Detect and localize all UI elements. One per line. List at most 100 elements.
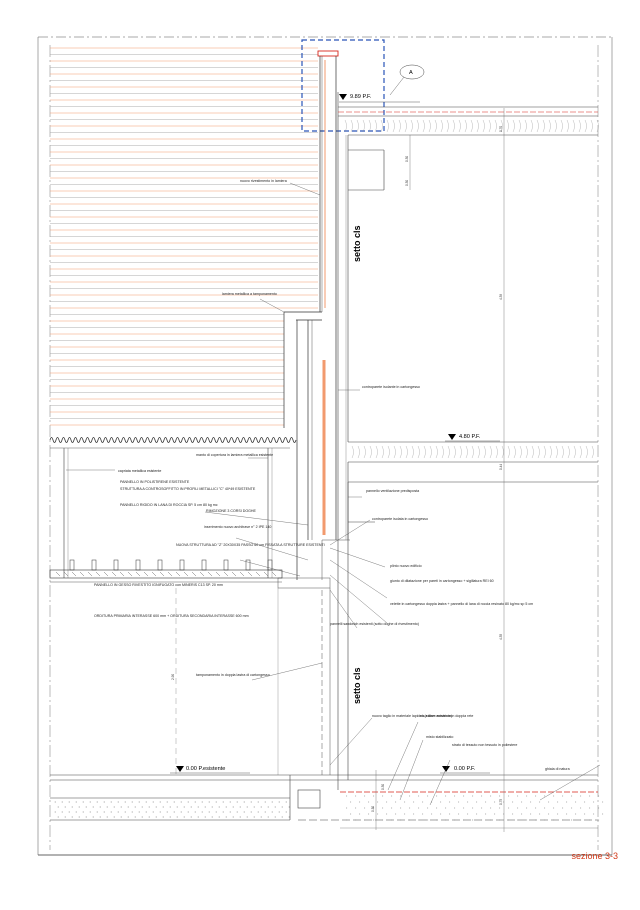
ground-dot [113, 816, 115, 818]
ground-dot [148, 806, 150, 808]
slab-hatch-mark [554, 119, 557, 133]
ground-dot [589, 795, 591, 797]
ground-dot [225, 806, 227, 808]
ground-dot [61, 811, 63, 813]
slab-hatch-mark [459, 445, 462, 459]
slab-hatch-mark [405, 445, 408, 459]
note-pannello-gesso: PANNELLO IN GESSO RIVESTITO IGNIFUGATO c… [94, 583, 223, 587]
ground-dot [566, 801, 568, 803]
ground-dot [440, 813, 442, 815]
ceiling-hatch [159, 571, 165, 577]
ground-dot [180, 811, 182, 813]
slab-hatch-mark [429, 445, 432, 459]
ground-dot [162, 816, 164, 818]
ceiling-hatch [127, 571, 133, 577]
note-cls-fibre: cls a fibre armato con doppia rete [420, 714, 473, 718]
ground-dot [236, 801, 238, 803]
ground-dot [141, 806, 143, 808]
svg-text:0.30: 0.30 [405, 180, 409, 186]
slab-hatch-mark [530, 119, 533, 133]
ground-dot [148, 816, 150, 818]
slab-hatch-mark [494, 119, 497, 133]
slab-hatch-mark [344, 119, 347, 133]
ground-dot [373, 807, 375, 809]
slab-hatch-mark [387, 445, 390, 459]
ground-dot [201, 811, 203, 813]
ground-dot [124, 811, 126, 813]
ground-dot [264, 801, 266, 803]
ground-dot [544, 807, 546, 809]
slab-hatch-mark [482, 119, 485, 133]
ground-dot [110, 811, 112, 813]
ground-dot [418, 819, 420, 821]
ground-floor [50, 774, 598, 829]
ground-dot [508, 795, 510, 797]
ceiling-hatch [239, 571, 245, 577]
ground-dot [131, 811, 133, 813]
slab-hatch-mark [590, 119, 593, 133]
ground-dot [187, 801, 189, 803]
slab-hatch-mark [506, 119, 509, 133]
note-pannelli-sandwich: pannelli sandwich esistenti (sotto doghe… [330, 622, 419, 626]
ground-dot [548, 801, 550, 803]
ground-dot [400, 807, 402, 809]
slab-hatch-mark [572, 119, 575, 133]
slab-hatch-mark [578, 119, 581, 133]
ground-dot [260, 806, 262, 808]
slab-hatch-mark [549, 445, 552, 459]
ground-dot [373, 795, 375, 797]
ground-dot [127, 806, 129, 808]
ground-dot [239, 806, 241, 808]
slab-hatch-mark [393, 445, 396, 459]
ground-dot [110, 801, 112, 803]
ground-dot [159, 811, 161, 813]
ground-dot [346, 795, 348, 797]
ground-dot [598, 795, 600, 797]
ground-dot [288, 816, 290, 818]
svg-text:4.35: 4.35 [499, 634, 503, 640]
ground-dot [490, 819, 492, 821]
ground-dot [463, 807, 465, 809]
slab-hatch-mark [518, 119, 521, 133]
ground-dot [103, 801, 105, 803]
ground-dot [246, 816, 248, 818]
ground-dot [54, 811, 56, 813]
detail-marker-letter: A [409, 70, 413, 76]
ground-dot [377, 801, 379, 803]
ground-dot [152, 811, 154, 813]
ground-dot [85, 816, 87, 818]
existing-cladding-lines [50, 47, 318, 426]
ground-dot [368, 801, 370, 803]
leader-lines [66, 182, 601, 806]
ceiling-hatch [63, 571, 69, 577]
ground-dot [431, 813, 433, 815]
ground-dot [499, 795, 501, 797]
ground-dot [201, 801, 203, 803]
slab-hatch-mark [375, 445, 378, 459]
note-lamiera-metallica: lamiera metallica a tamponamento [222, 292, 277, 296]
slab-hatch-mark [560, 119, 563, 133]
ground-dot [400, 795, 402, 797]
ground-dot [64, 816, 66, 818]
ground-dot [145, 801, 147, 803]
ground-dot [253, 806, 255, 808]
ground-dot [445, 795, 447, 797]
slab-hatch-mark [477, 445, 480, 459]
svg-text:4.39: 4.39 [499, 294, 503, 300]
slab-hatch-mark [513, 445, 516, 459]
level-ground-existing: 0.00 P.esistente [186, 766, 225, 772]
ground-dot [499, 807, 501, 809]
ground-dot [395, 813, 397, 815]
ground-dot [449, 813, 451, 815]
ground-dot [481, 795, 483, 797]
ceiling-hatch [255, 571, 261, 577]
ground-dot [602, 801, 604, 803]
ground-hatch [54, 795, 604, 821]
note-nuova-struttura: NUOVA STRUTTURA AD "Z" 20X30X35 PASSO 60… [176, 543, 325, 547]
ground-dot [553, 795, 555, 797]
ground-dot [517, 819, 519, 821]
ground-dot [436, 819, 438, 821]
ground-dot [386, 813, 388, 815]
ceiling-joists [55, 559, 277, 577]
slab-hatch-mark [561, 445, 564, 459]
